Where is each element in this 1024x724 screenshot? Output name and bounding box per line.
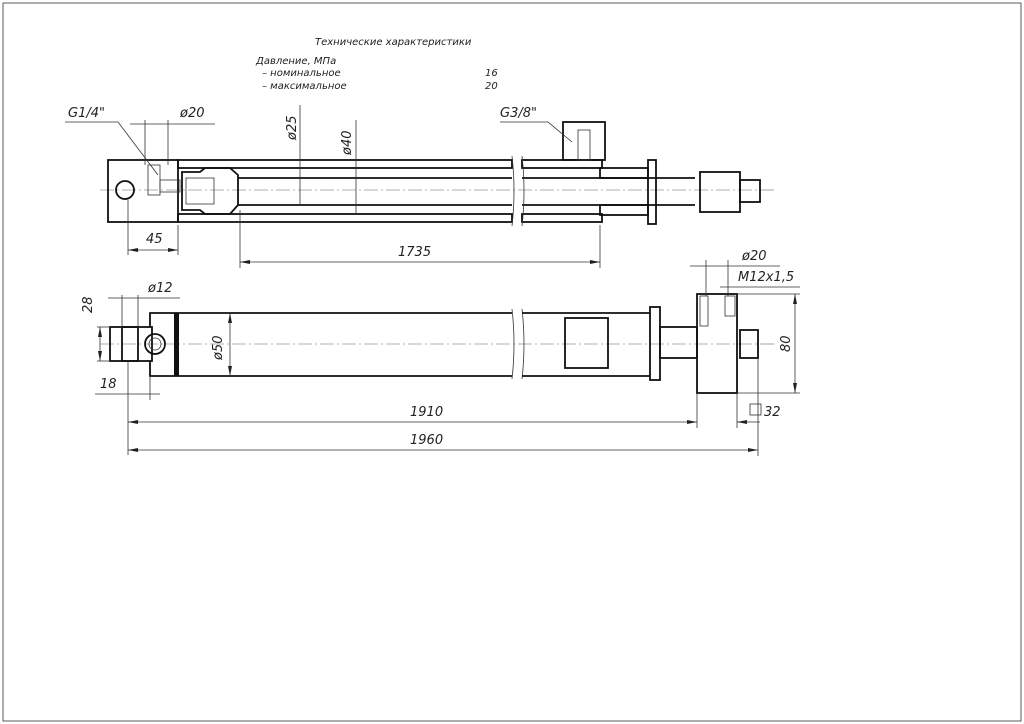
rear-cap (107, 159, 179, 223)
specs-block: Технические характеристики Давление, МПа… (255, 37, 498, 92)
max-label: – максимальное (262, 81, 347, 92)
outer-view: 28 ø12 18 ø50 ø20 M12x1,5 80 32 1910 196… (81, 249, 800, 456)
dim-rod-dia: ø25 (285, 116, 300, 142)
gland (599, 167, 649, 179)
port-square (564, 317, 609, 369)
rod-end-coupling (699, 171, 741, 213)
dim-block-height: 80 (779, 335, 794, 352)
end-block (696, 293, 738, 394)
mount-hole (115, 180, 135, 200)
nominal-value: 16 (485, 68, 498, 79)
dim-port-dia: ø20 (179, 106, 205, 121)
specs-title: Технические характеристики (315, 37, 472, 48)
flange (649, 306, 661, 381)
rod-outer (659, 326, 698, 359)
piston (181, 167, 239, 215)
dim-tube-dia: ø50 (211, 336, 226, 362)
end-nut (739, 329, 759, 359)
dim-eye-width: 28 (81, 296, 96, 313)
weld-band (174, 313, 179, 376)
dim-rod-end-dia: ø20 (741, 249, 767, 264)
port-right-label: G3/8" (500, 106, 537, 121)
dim-bore-dia: ø40 (340, 131, 355, 157)
dim-eye-dia: ø12 (147, 281, 173, 296)
dim-stroke: 1735 (398, 245, 431, 260)
tube-wall-bottom (177, 213, 513, 223)
dim-eye-offset: 18 (100, 377, 117, 392)
nominal-label: – номинальное (262, 68, 341, 79)
dim-closed-length: 1910 (410, 405, 443, 420)
thread-label: M12x1,5 (738, 270, 794, 285)
max-value: 20 (485, 81, 498, 92)
pressure-label: Давление, МПа (255, 56, 336, 67)
dim-block-square: 32 (764, 405, 781, 420)
rod-nut (739, 179, 761, 203)
section-view: 45 1735 ø20 G1/4" ø25 ø40 G3/8" (65, 105, 775, 268)
tube-wall-top (177, 159, 513, 169)
dim-45: 45 (146, 232, 163, 247)
tube-outer (149, 312, 512, 377)
port-left-label: G1/4" (68, 106, 105, 121)
dim-total-length: 1960 (410, 433, 443, 448)
port-block (562, 121, 606, 161)
square-symbol (749, 403, 762, 416)
